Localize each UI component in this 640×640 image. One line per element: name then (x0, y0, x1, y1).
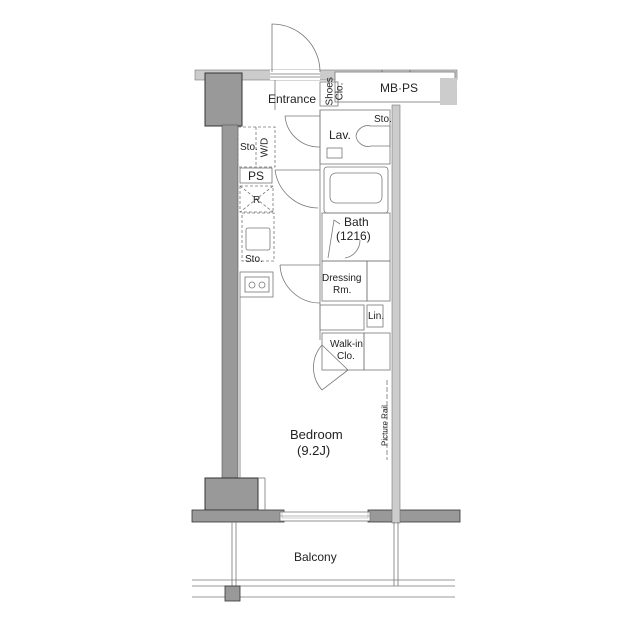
label-wd: W/D (259, 137, 271, 158)
label-entrance: Entrance (268, 92, 317, 106)
label-dressing: Dressing (322, 273, 362, 284)
label-bedroom-size: (9.2J) (297, 443, 331, 458)
label-sto-wd: Sto. (240, 142, 258, 153)
label-walkin-clo: Clo. (337, 351, 355, 362)
label-ps: PS (248, 169, 265, 183)
right-wall (391, 104, 401, 524)
column-top (204, 72, 243, 127)
label-picture-rail: Picture Rail (380, 405, 390, 446)
label-shoes-clo: Clo. (334, 82, 346, 101)
label-balcony: Balcony (294, 550, 337, 564)
label-sto-lav: Sto. (374, 114, 392, 125)
top-wall (194, 69, 458, 81)
label-walkin: Walk-in (330, 339, 363, 350)
column-bottom (204, 477, 259, 511)
label-bath-size: (1216) (336, 229, 371, 243)
label-fridge: R (253, 195, 261, 206)
label-dressing-rm: Rm. (333, 285, 352, 296)
label-bath: Bath (344, 215, 369, 229)
balcony-post (224, 585, 241, 602)
balcony-window (279, 511, 371, 522)
label-sto-kitchen: Sto. (245, 254, 263, 265)
label-lav: Lav. (329, 128, 351, 142)
entrance-door (271, 23, 321, 73)
label-lin: Lin. (368, 311, 385, 322)
left-wall (221, 124, 239, 481)
label-bedroom: Bedroom (290, 427, 343, 442)
label-mb-ps: MB·PS (380, 81, 419, 95)
